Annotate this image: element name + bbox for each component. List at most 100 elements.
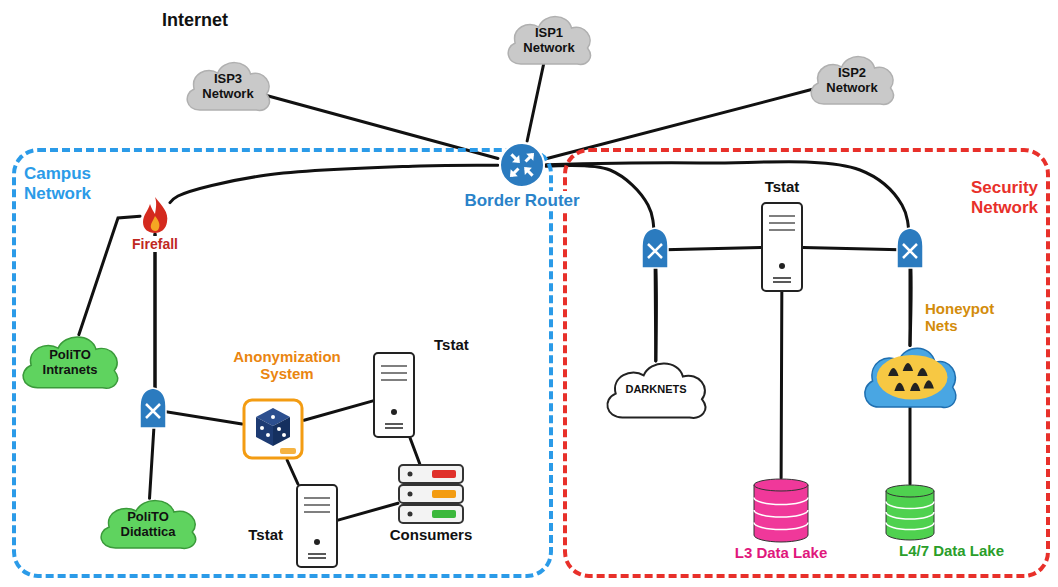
- anonymizer-frame: [244, 400, 302, 458]
- server-slot: [769, 229, 795, 231]
- hive: [888, 368, 898, 376]
- cloud-outline: [23, 337, 117, 388]
- cylGreen-shape: [884, 484, 936, 540]
- lake-top: [886, 485, 934, 497]
- network-link: [655, 247, 761, 360]
- node-label: Consumers: [387, 526, 476, 543]
- node-label: Honeypot Nets: [922, 300, 1028, 335]
- hive: [894, 383, 904, 391]
- server-shape: [296, 484, 338, 568]
- router-body: [897, 228, 923, 268]
- cloud-outline: [187, 63, 269, 111]
- network-region: Security NetworkTstatDARKNETSHoneypot Ne…: [563, 148, 1050, 578]
- lake-body: [754, 485, 808, 542]
- consumer-unit: [399, 485, 463, 503]
- lake-top: [754, 479, 808, 491]
- cube-dot: [260, 426, 264, 430]
- lake-stripe: [886, 502, 934, 509]
- arrow-head: [506, 169, 517, 180]
- consumer-led: [432, 510, 456, 518]
- honeypot-node: Honeypot Nets: [858, 340, 962, 412]
- cloud-outline: [811, 57, 893, 105]
- arrow: [521, 164, 537, 180]
- hive: [903, 363, 913, 371]
- server-slot: [769, 222, 795, 224]
- server-slot: [381, 365, 407, 367]
- node-text: ISP1 Network: [514, 26, 584, 56]
- network-link: [410, 438, 420, 464]
- cube-right: [273, 417, 290, 446]
- router-icon: [642, 228, 668, 268]
- lake-body: [886, 491, 934, 540]
- lake-stripe: [754, 523, 808, 530]
- network-link: [79, 216, 140, 334]
- cube-dot: [282, 433, 286, 437]
- node-label: Anonymization System: [214, 348, 360, 383]
- hive: [917, 368, 927, 376]
- network-link: [155, 234, 242, 424]
- server-case: [297, 485, 337, 567]
- network-link: [338, 503, 398, 520]
- server-vent: [308, 557, 326, 559]
- hive-group: [888, 363, 934, 391]
- cloud-outline: [101, 501, 195, 549]
- section-label: Internet: [162, 10, 228, 31]
- cube-dot: [266, 433, 270, 437]
- arrow: [508, 151, 524, 167]
- router-arrows: [146, 404, 160, 418]
- lake-stripe: [886, 523, 934, 530]
- network-link: [546, 162, 911, 346]
- server-button: [779, 263, 785, 269]
- cloudGreen-node: PoliTO Intranets: [16, 330, 124, 392]
- network-link: [803, 247, 910, 345]
- router-body: [642, 228, 668, 268]
- arrow: [506, 165, 522, 181]
- cube-dot: [271, 415, 275, 419]
- server-vent: [385, 423, 403, 425]
- server-button: [314, 539, 320, 545]
- node-text: DARKNETS: [625, 383, 686, 396]
- hive: [924, 380, 934, 388]
- cylGreen-node: L4/7 Data Lake: [884, 484, 936, 540]
- anonymizer-tag: [280, 448, 296, 454]
- flame-outer: [143, 197, 167, 233]
- consumer-unit: [399, 465, 463, 483]
- dice-node: Anonymization System: [242, 398, 304, 460]
- consumer-led: [432, 490, 456, 498]
- lake-stripe: [754, 498, 808, 505]
- cube-dot: [277, 427, 281, 431]
- node-text: ISP2 Network: [817, 66, 887, 96]
- consumer-dot: [408, 512, 413, 517]
- lake-stripe: [754, 510, 808, 517]
- node-text: ISP3 Network: [193, 72, 263, 102]
- network-link: [304, 401, 373, 420]
- server-vent: [385, 427, 403, 429]
- hive: [910, 383, 920, 391]
- server-vent: [773, 281, 791, 283]
- bigRouter-shape: [498, 141, 546, 189]
- node-label: Firefall: [129, 236, 181, 252]
- server-slot: [304, 511, 330, 513]
- network-link: [909, 407, 912, 484]
- arrow: [522, 149, 538, 165]
- cloud-outline: [607, 364, 705, 418]
- node-text: PoliTO Intranets: [28, 348, 112, 378]
- node-label: Border Router: [461, 191, 582, 211]
- server-button: [391, 409, 397, 415]
- node-label: Tstat: [431, 336, 472, 353]
- cloud-outline: [865, 348, 956, 407]
- dice-shape: [242, 398, 304, 460]
- region-heading: Security Network: [926, 178, 1038, 217]
- server-node: Tstat: [296, 484, 338, 568]
- arrow-head: [526, 149, 537, 160]
- server-node: Tstat: [373, 352, 415, 438]
- router-arrows: [903, 244, 917, 258]
- router-body: [140, 388, 166, 428]
- node-label: L3 Data Lake: [732, 544, 831, 561]
- consumer-dot: [408, 472, 413, 477]
- lake-stripe: [886, 512, 934, 519]
- network-region: Campus NetworkFirefallPoliTO IntranetsAn…: [12, 148, 553, 578]
- server-vent: [773, 277, 791, 279]
- cloudGrey-node: ISP2 Network: [805, 50, 899, 108]
